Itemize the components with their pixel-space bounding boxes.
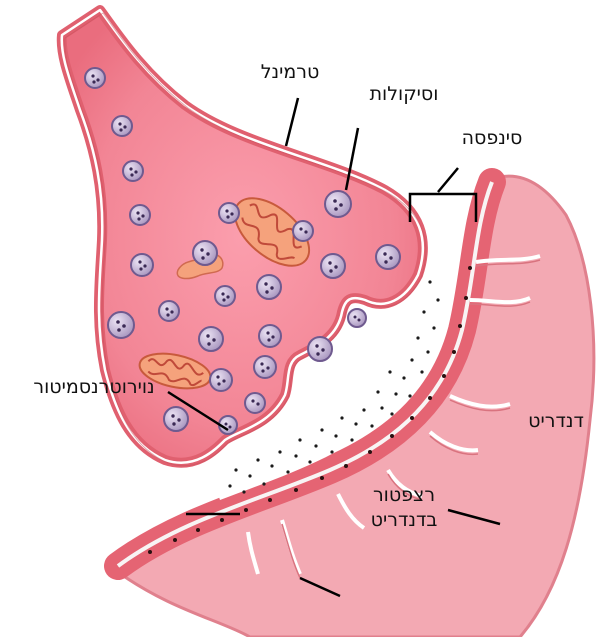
vesicle — [85, 68, 105, 88]
label-terminal: טרמינל — [261, 61, 320, 83]
label-receptor-line2: בדנדריט — [371, 509, 438, 531]
vesicle — [199, 327, 223, 351]
vesicle — [112, 116, 132, 136]
vesicle — [130, 205, 150, 225]
vesicle — [219, 203, 239, 223]
vesicle — [321, 254, 345, 278]
synapse-bracket — [410, 168, 476, 222]
vesicle — [245, 393, 265, 413]
label-dendrite: דנדריט — [528, 410, 584, 432]
vesicle — [325, 191, 351, 217]
vesicle — [348, 309, 366, 327]
vesicle — [254, 356, 276, 378]
vesicle — [210, 369, 232, 391]
vesicle — [123, 161, 143, 181]
vesicle — [215, 286, 235, 306]
label-synapse: סינפסה — [462, 127, 523, 149]
terminal-leader — [286, 98, 298, 146]
vesicle — [257, 275, 281, 299]
vesicle — [308, 337, 332, 361]
vesicle — [159, 301, 179, 321]
vesicle — [293, 221, 313, 241]
vesicle — [108, 312, 134, 338]
vesicle — [193, 241, 217, 265]
vesicle — [376, 245, 400, 269]
label-neurotransmitter: נוירוטרנסמיטור — [33, 376, 154, 398]
label-vesicles: וסיקולות — [370, 83, 439, 105]
label-receptor-line1: רצפטור — [373, 484, 435, 506]
vesicle — [164, 407, 188, 431]
vesicle — [131, 254, 153, 276]
vesicle — [259, 325, 281, 347]
